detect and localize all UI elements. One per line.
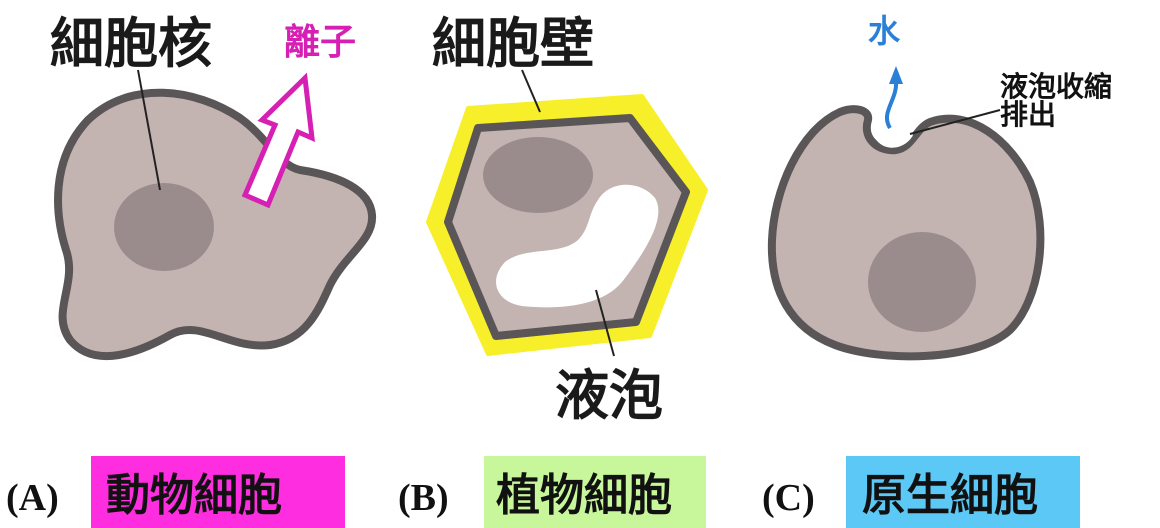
caption-a: (A) 動物細胞	[6, 456, 345, 528]
caption-a-letter: (A)	[6, 477, 59, 519]
caption-c-name: 原生細胞	[862, 470, 1038, 521]
water-arrow	[885, 79, 899, 130]
caption-c-bg	[846, 456, 1080, 528]
nucleus-label: 細胞核	[50, 12, 212, 75]
water-arrowhead	[889, 66, 903, 84]
protist-cell: 水 液泡收縮 排出	[767, 12, 1112, 361]
caption-b-letter: (B)	[398, 477, 449, 519]
water-label: 水	[868, 12, 901, 50]
caption-b-name: 植物細胞	[496, 470, 672, 521]
caption-a-name: 動物細胞	[106, 470, 282, 521]
vacuole-pointer-line	[595, 289, 615, 357]
caption-b-bg	[484, 456, 706, 528]
animal-nucleus	[114, 183, 214, 271]
vacuole	[496, 184, 659, 308]
protist-nucleus	[868, 232, 976, 332]
caption-c: (C) 原生細胞	[762, 456, 1080, 528]
contractile-vacuole	[873, 127, 913, 148]
ion-arrow	[241, 72, 315, 209]
plant-nucleus	[483, 137, 593, 213]
caption-b: (B) 植物細胞	[398, 456, 706, 528]
cell-wall-label: 細胞壁	[432, 12, 594, 75]
nucleus-pointer-line	[137, 69, 161, 191]
caption-c-letter: (C)	[762, 477, 815, 519]
contract-pointer-line	[909, 109, 1001, 135]
contract-label-line2: 排出	[1000, 98, 1056, 131]
contract-label-line1: 液泡收縮	[1000, 70, 1112, 103]
plant-cell: 細胞壁 液泡	[426, 12, 708, 428]
animal-cell: 細胞核 離子	[50, 12, 377, 361]
caption-a-bg	[91, 456, 345, 528]
vacuole-label: 液泡	[555, 364, 663, 427]
wall-pointer-line	[521, 69, 541, 113]
animal-cell-body	[54, 88, 377, 361]
ions-label: 離子	[284, 22, 356, 63]
